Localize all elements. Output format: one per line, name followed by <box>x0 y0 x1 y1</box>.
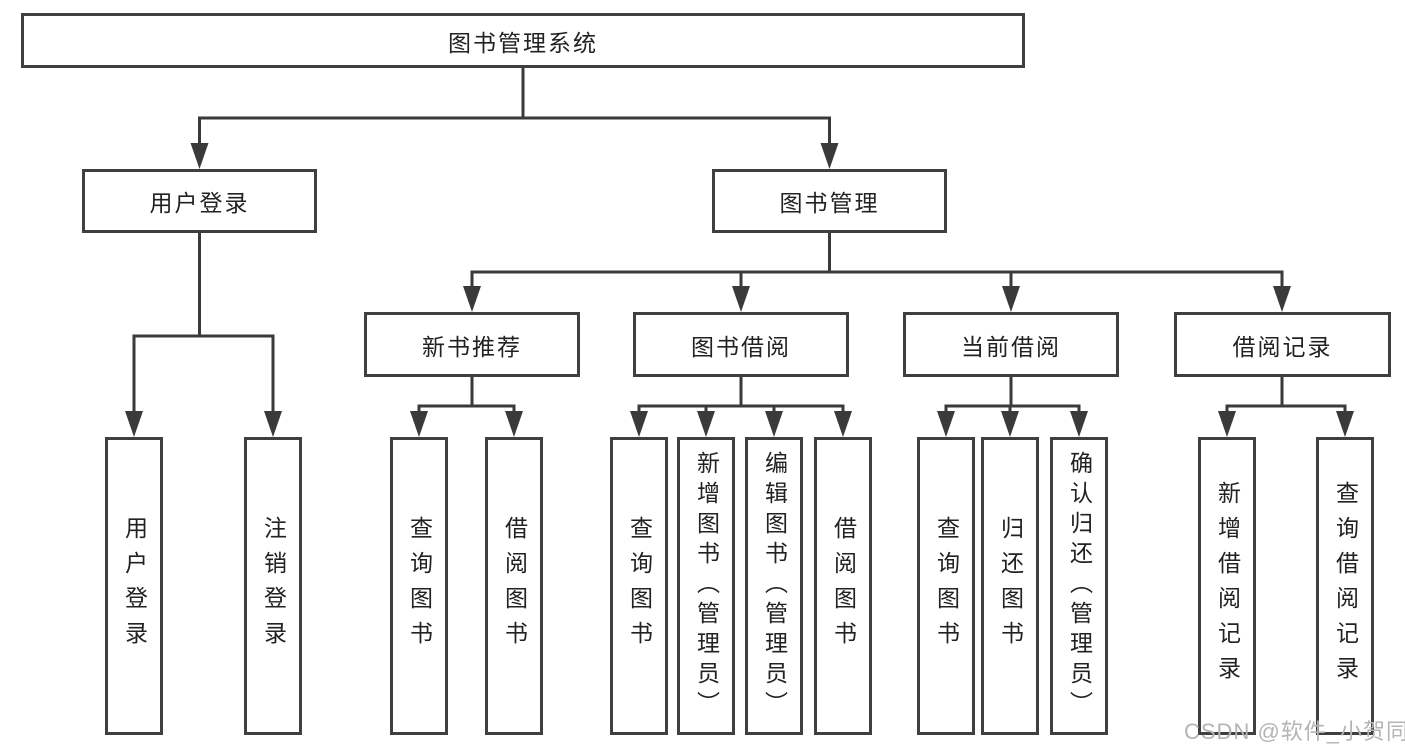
leaf-query-books-1: 查询图书 <box>390 437 448 735</box>
node-current-borrowing-label: 当前借阅 <box>961 333 1061 360</box>
node-root: 图书管理系统 <box>21 13 1025 68</box>
node-new-book-recommend-label: 新书推荐 <box>422 333 522 360</box>
leaf-add-books-admin: 新增图书（管理员） <box>677 437 735 735</box>
node-user-login-label: 用户登录 <box>149 190 250 216</box>
leaf-logout-label: 注销登录 <box>260 516 287 656</box>
node-new-book-recommend: 新书推荐 <box>364 312 580 377</box>
node-book-management: 图书管理 <box>712 169 947 233</box>
leaf-query-books-1-label: 查询图书 <box>406 516 433 656</box>
leaf-borrow-books-2-label: 借阅图书 <box>830 516 857 656</box>
node-book-borrowing: 图书借阅 <box>633 312 849 377</box>
csdn-watermark: CSDN @软件_小贺同学 <box>1184 719 1405 744</box>
node-borrow-records: 借阅记录 <box>1174 312 1391 377</box>
leaf-query-books-3-label: 查询图书 <box>933 516 960 656</box>
node-user-login: 用户登录 <box>82 169 317 233</box>
node-book-management-label: 图书管理 <box>779 190 880 216</box>
leaf-query-borrow-record-label: 查询借阅记录 <box>1332 481 1359 691</box>
leaf-borrow-books-1: 借阅图书 <box>485 437 543 735</box>
leaf-edit-books-admin: 编辑图书（管理员） <box>745 437 803 735</box>
leaf-query-books-2: 查询图书 <box>610 437 668 735</box>
leaf-return-books-label: 归还图书 <box>997 516 1024 656</box>
leaf-edit-books-admin-label: 编辑图书（管理员） <box>761 451 788 721</box>
leaf-user-login: 用户登录 <box>105 437 163 735</box>
leaf-add-books-admin-label: 新增图书（管理员） <box>693 451 720 721</box>
leaf-logout: 注销登录 <box>244 437 302 735</box>
leaf-add-borrow-record-label: 新增借阅记录 <box>1214 481 1241 691</box>
leaf-confirm-return-admin-label: 确认归还（管理员） <box>1066 451 1093 721</box>
node-borrow-records-label: 借阅记录 <box>1232 333 1333 360</box>
leaf-return-books: 归还图书 <box>981 437 1039 735</box>
leaf-confirm-return-admin: 确认归还（管理员） <box>1050 437 1108 735</box>
leaf-query-borrow-record: 查询借阅记录 <box>1316 437 1374 735</box>
leaf-borrow-books-2: 借阅图书 <box>814 437 872 735</box>
leaf-query-books-3: 查询图书 <box>917 437 975 735</box>
leaf-borrow-books-1-label: 借阅图书 <box>501 516 528 656</box>
node-current-borrowing: 当前借阅 <box>903 312 1119 377</box>
leaf-query-books-2-label: 查询图书 <box>626 516 653 656</box>
node-root-label: 图书管理系统 <box>448 29 598 56</box>
node-book-borrowing-label: 图书借阅 <box>691 333 791 360</box>
leaf-add-borrow-record: 新增借阅记录 <box>1198 437 1256 735</box>
leaf-user-login-label: 用户登录 <box>121 516 148 656</box>
